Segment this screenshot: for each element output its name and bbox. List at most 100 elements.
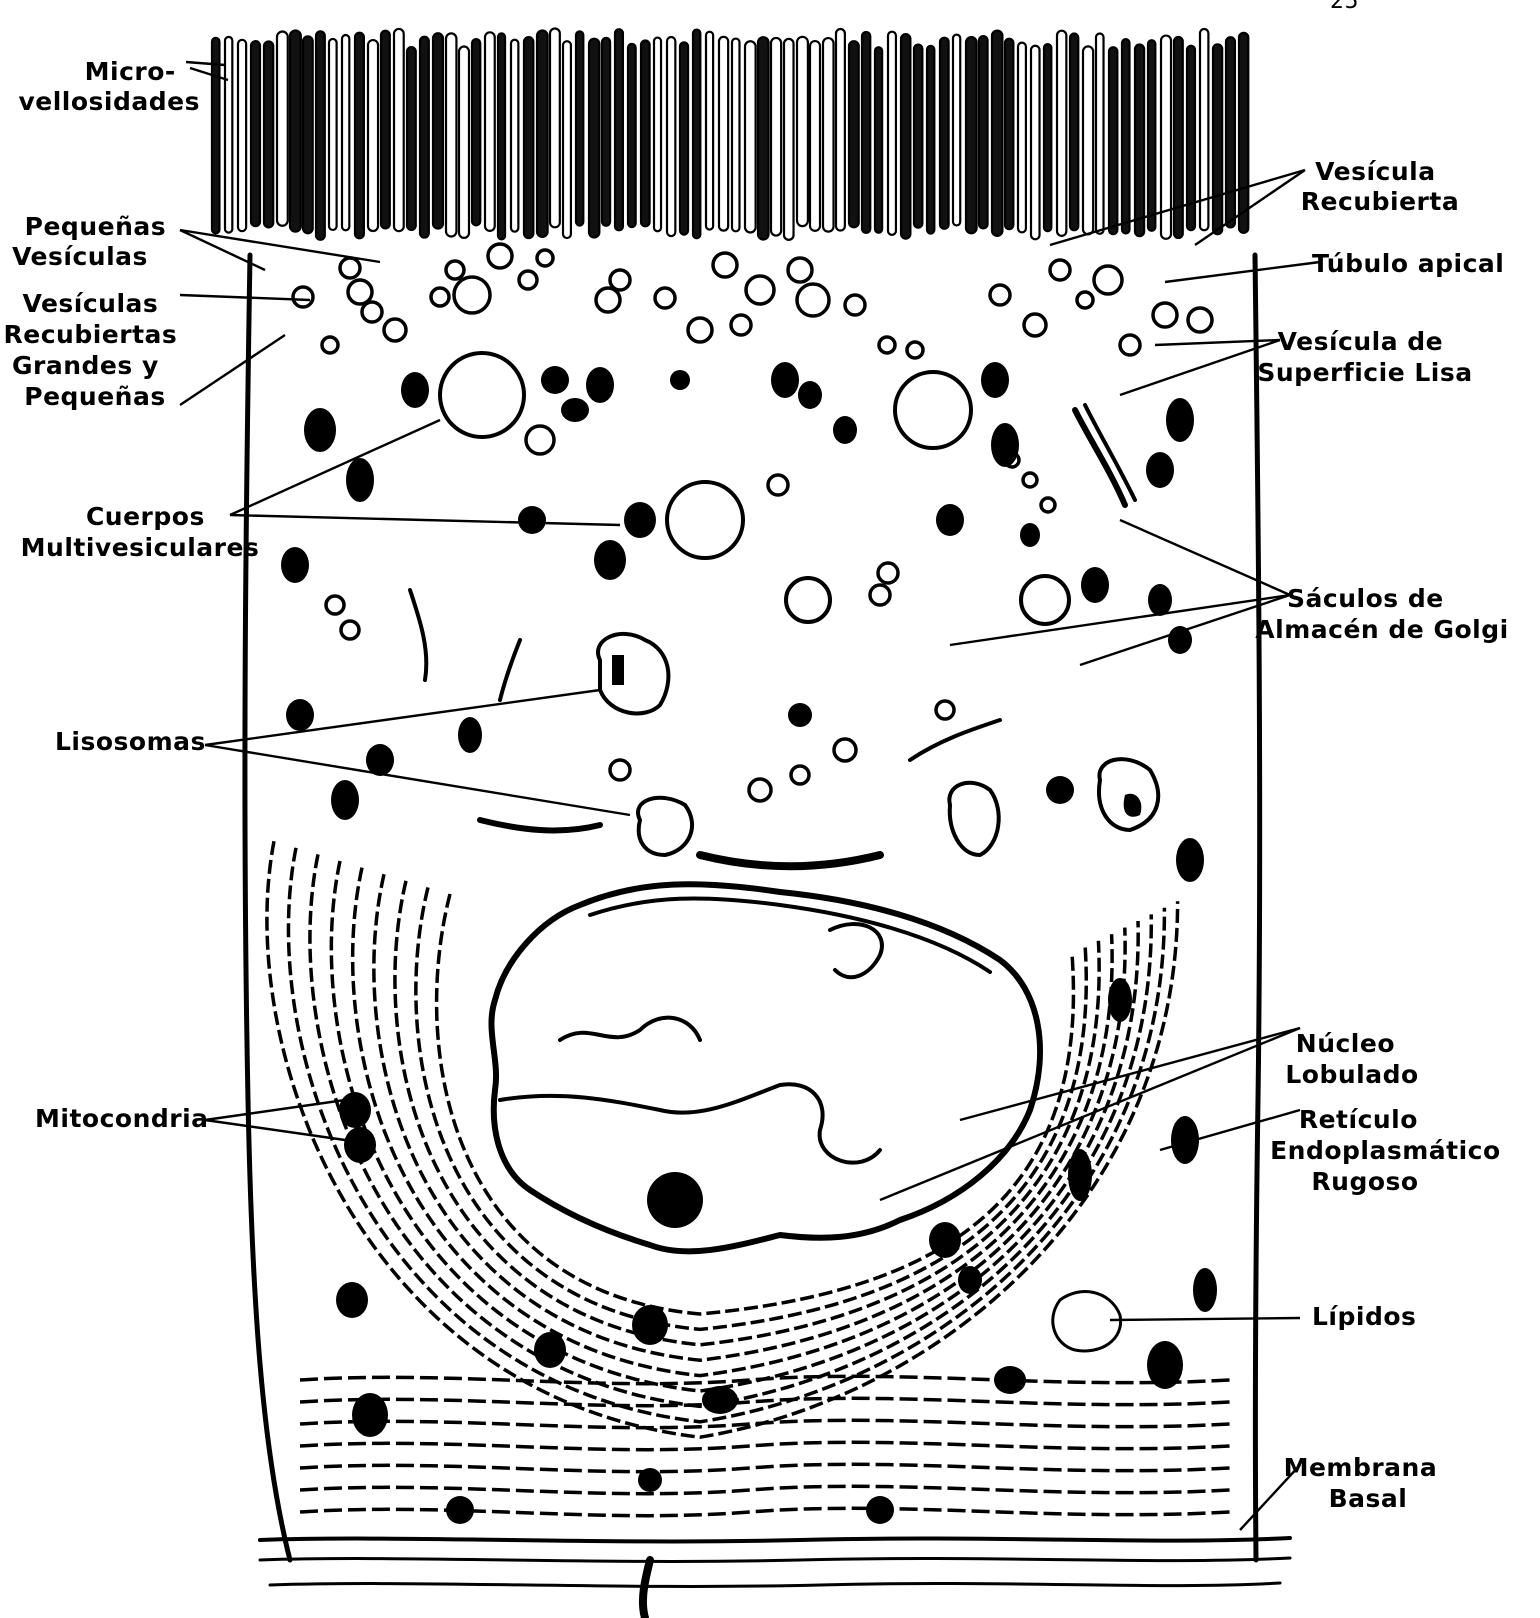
vesicle [1153,303,1177,327]
label-vesicula-superficie-lisa: Vesícula de Superficie Lisa [1257,327,1472,387]
microvillus [1005,39,1013,229]
er-cisterna [267,841,1178,1437]
label-membrana-basal: Membrana Basal [1284,1453,1447,1513]
microvilli [212,28,1248,239]
mitochondrion [1176,838,1204,882]
label-vesicula-recubierta: Vesícula Recubierta [1301,157,1459,216]
microvillus [667,37,675,236]
microvillus [706,32,713,230]
mitochondrion [788,703,812,727]
mitochondrion [771,362,799,398]
vesicle [454,277,490,313]
vesicle [340,258,360,278]
er-cisterna [300,1398,1230,1405]
microvillus [563,41,571,238]
er-cisterna [437,894,1074,1314]
microvillus [589,39,599,238]
microvillus [225,37,232,233]
vesicle [713,253,737,277]
microvillus [381,31,390,229]
microvillus [1226,37,1235,227]
label-vesiculas-recubiertas: Vesículas Recubiertas Grandes y Pequeñas [4,289,187,411]
microvillus [1096,34,1104,234]
vesicle [797,284,829,316]
mitochondrion [1166,398,1194,442]
microvillus [238,40,246,231]
microvillus [472,39,480,225]
microvillus [212,38,219,234]
microvillus [511,40,518,232]
vesicle [519,271,537,289]
basal-membrane [260,1538,1290,1618]
vesicle [610,760,630,780]
er-cisterna [353,868,1125,1376]
mitochondrion [518,506,546,534]
vesicle [610,270,630,290]
mitochondrion [1193,1268,1217,1312]
er-cisterna [300,1464,1230,1471]
vesicle [936,701,954,719]
mitochondrion [981,362,1009,398]
mitochondrion [1168,626,1192,654]
vesicle [1041,498,1055,512]
vesicle [526,426,554,454]
microvillus [914,45,922,228]
microvillus [1122,39,1129,233]
microvillus [979,36,988,228]
nucleus [491,884,1040,1251]
microvillus [784,39,794,240]
microvillus [355,33,364,238]
microvillus [1135,45,1144,237]
microvillus [1161,36,1171,239]
microvillus [368,40,378,231]
microvillus [862,32,870,233]
vesicle [768,475,788,495]
microvillus [550,28,560,227]
microvillus [316,31,325,239]
vesicle [878,563,898,583]
mitochondrion [331,780,359,820]
mitochondrion [336,1282,368,1318]
mitochondrion [286,699,314,731]
lysosomes [598,576,1158,855]
label-lisosomas: Lisosomas [55,727,206,756]
vesicle [322,337,338,353]
vesicle [990,285,1010,305]
vesicle [362,302,382,322]
microvillus [901,34,910,239]
mitochondrion [304,408,336,452]
mitochondrion [1148,584,1172,616]
microvillus [953,35,960,226]
er-cisterna [310,854,1151,1406]
microvillus [641,40,650,226]
microvillus [537,31,548,237]
mitochondrion [458,717,482,753]
microvillus [524,37,533,238]
microvillus [836,29,845,231]
vesicle [1188,308,1212,332]
vesicle [731,315,751,335]
multivesicular-bodies [440,353,971,558]
mitochondrion [798,381,822,409]
label-tubulo-apical: Túbulo apical [1312,249,1504,278]
vesicle [431,288,449,306]
vesicle [1094,266,1122,294]
microvillus [875,47,882,233]
microvillus [615,29,623,230]
vesicle [845,295,865,315]
microvillus [342,35,349,230]
microvillus [693,30,700,239]
vesicle [870,585,890,605]
microvillus [290,30,301,231]
microvillus [1213,44,1222,234]
vesicle [788,258,812,282]
label-lipidos: Lípidos [1312,1302,1416,1331]
mitochondrion [833,416,857,444]
vesicle [488,244,512,268]
microvillus [602,38,610,226]
label-cuerpos-multivesiculares: Cuerpos Multivesiculares [21,502,260,562]
label-mitocondria: Mitocondria [35,1104,209,1133]
microvillus [446,33,456,236]
microvillus [810,41,820,231]
